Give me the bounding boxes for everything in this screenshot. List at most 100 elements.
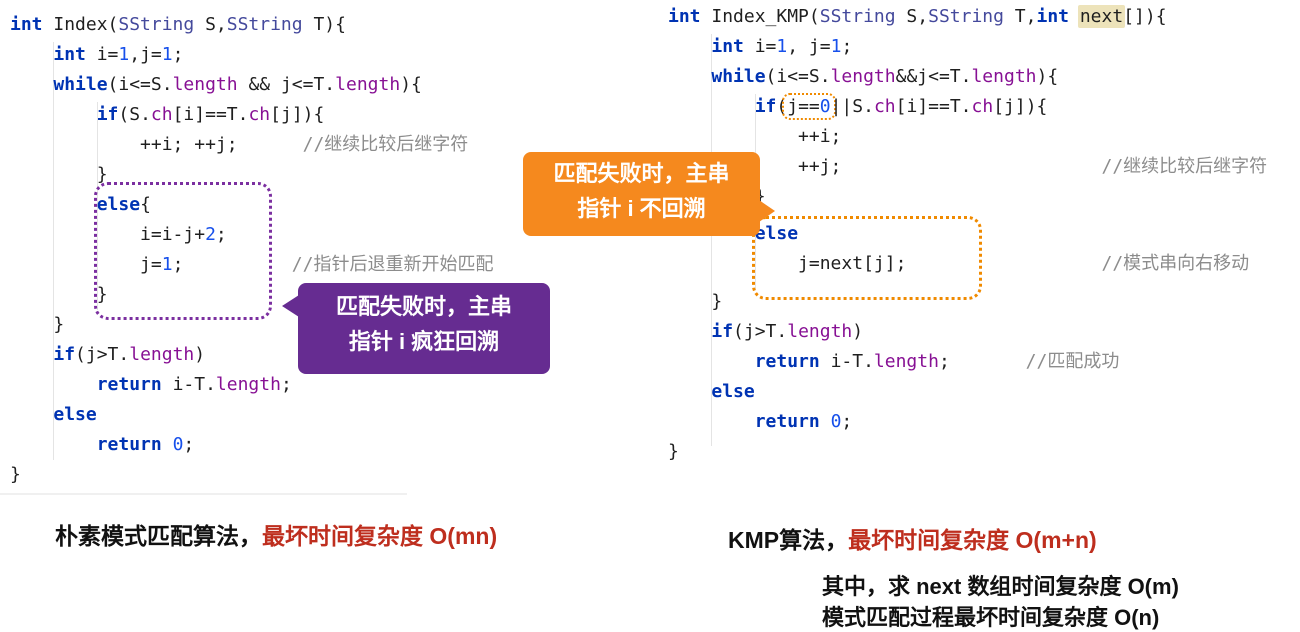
code-token: (i<=S. — [107, 74, 173, 95]
code-token: ++i; ++j; — [10, 134, 303, 155]
code-line: } — [10, 280, 493, 310]
callout-text-line: 匹配失败时，主串 — [335, 294, 512, 319]
code-token: SString — [819, 6, 896, 27]
code-token: 1 — [118, 44, 130, 65]
orange-dotted-box — [752, 216, 982, 300]
code-token — [668, 351, 755, 372]
code-token: //继续比较后继字符 — [1101, 156, 1268, 177]
code-line: } — [10, 460, 493, 490]
code-token — [668, 36, 711, 57]
code-token — [10, 194, 97, 215]
code-token: length — [215, 374, 281, 395]
caption-naive-complexity: 最坏时间复杂度 O(mn) — [262, 523, 498, 549]
code-line: } — [10, 310, 493, 340]
code-token: i=i-j+ — [10, 224, 206, 245]
code-line: ++i; ++j; //继续比较后继字符 — [10, 130, 493, 160]
code-token: [j]){ — [993, 96, 1048, 117]
code-token: length — [335, 74, 401, 95]
code-line: } — [668, 182, 1267, 212]
callout-backtrack: 匹配失败时，主串 指针 i 疯狂回溯 — [282, 283, 550, 374]
code-line: ++i; — [668, 122, 1267, 152]
code-token — [10, 104, 97, 125]
code-line: else — [10, 400, 493, 430]
code-token — [668, 321, 711, 342]
code-token — [10, 44, 53, 65]
code-token: ; — [841, 36, 853, 57]
code-token: return — [96, 434, 162, 455]
code-token: while — [53, 74, 108, 95]
caption-naive-title: 朴素模式匹配算法， — [55, 523, 262, 549]
code-token: else — [96, 194, 141, 215]
code-token: SString — [928, 6, 1004, 27]
code-token: S, — [895, 6, 929, 27]
code-token — [668, 381, 711, 402]
callout-text-line: 指针 i 不回溯 — [577, 196, 706, 221]
code-token: ; — [938, 351, 1026, 372]
code-line: int i=1,j=1; — [10, 40, 493, 70]
code-token: ){ — [400, 74, 422, 95]
code-line: j=1; //指针后退重新开始匹配 — [10, 250, 493, 280]
code-token — [10, 74, 53, 95]
code-token: //匹配成功 — [1025, 351, 1120, 372]
code-token: if — [754, 96, 777, 117]
code-token: length — [830, 66, 896, 87]
code-token: ) — [852, 321, 864, 342]
callout-arrow-right-icon — [759, 200, 775, 222]
code-token: //指针后退重新开始匹配 — [291, 254, 494, 275]
code-token: int — [1036, 6, 1069, 27]
code-line: } — [668, 287, 1267, 317]
code-token: } — [668, 291, 723, 312]
callout-arrow-left-icon — [282, 295, 299, 317]
code-line: return i-T.length; //匹配成功 — [668, 347, 1267, 377]
code-token: (S. — [118, 104, 151, 125]
callout-no-backtrack: 匹配失败时，主串 指针 i 不回溯 — [523, 152, 775, 236]
caption-kmp-complexity: 最坏时间复杂度 O(m+n) — [848, 527, 1097, 553]
code-token — [162, 434, 173, 455]
code-token — [668, 411, 755, 432]
code-token — [10, 434, 97, 455]
code-token: ch — [873, 96, 896, 117]
code-token: } — [668, 441, 679, 462]
code-token: i-T. — [819, 351, 874, 372]
code-line: while(i<=S.length && j<=T.length){ — [10, 70, 493, 100]
code-line: return 0; — [668, 407, 1267, 437]
code-line: j=next[j]; //模式串向右移动 — [668, 249, 1267, 279]
code-token: if — [96, 104, 119, 125]
caption-kmp: KMP算法，最坏时间复杂度 O(m+n) — [728, 521, 1097, 555]
code-line: if(j>T.length) — [668, 317, 1267, 347]
code-token: } — [10, 464, 21, 485]
code-token: ; — [183, 434, 195, 455]
code-token: ||S. — [830, 96, 874, 117]
code-token — [10, 344, 53, 365]
note-next-complexity: 其中，求 next 数组时间复杂度 O(m) — [822, 574, 1179, 599]
code-token: i-T. — [161, 374, 216, 395]
code-token — [10, 404, 53, 425]
code-token: int — [711, 36, 744, 57]
code-token: ){ — [1036, 66, 1059, 87]
code-token: 1 — [776, 36, 788, 57]
code-token: Index( — [42, 14, 119, 35]
code-token: 0 — [172, 434, 184, 455]
code-token: (j>T. — [75, 344, 130, 365]
code-token: 2 — [205, 224, 216, 245]
code-token: S, — [194, 14, 227, 35]
code-token: 1 — [161, 44, 173, 65]
code-line: int Index_KMP(SString S,SString T,int ne… — [668, 2, 1267, 32]
code-token: (i<=S. — [765, 66, 831, 87]
code-token: j=next[j]; — [668, 253, 1102, 274]
code-token: length — [172, 74, 238, 95]
code-token: if — [53, 344, 76, 365]
code-token: ; — [215, 224, 227, 245]
indent-guide — [97, 102, 98, 310]
code-token — [668, 66, 711, 87]
caption-naive: 朴素模式匹配算法，最坏时间复杂度 O(mn) — [55, 517, 497, 551]
indent-guide — [711, 34, 712, 446]
code-token: [i]==T. — [172, 104, 249, 125]
caption-kmp-title: KMP算法， — [728, 527, 849, 553]
code-token: && j<=T. — [237, 74, 336, 95]
code-token: [j]){ — [270, 104, 325, 125]
code-token: length — [971, 66, 1037, 87]
code-token — [820, 411, 831, 432]
code-token: ++i; — [668, 126, 842, 147]
code-line: return 0; — [10, 430, 493, 460]
